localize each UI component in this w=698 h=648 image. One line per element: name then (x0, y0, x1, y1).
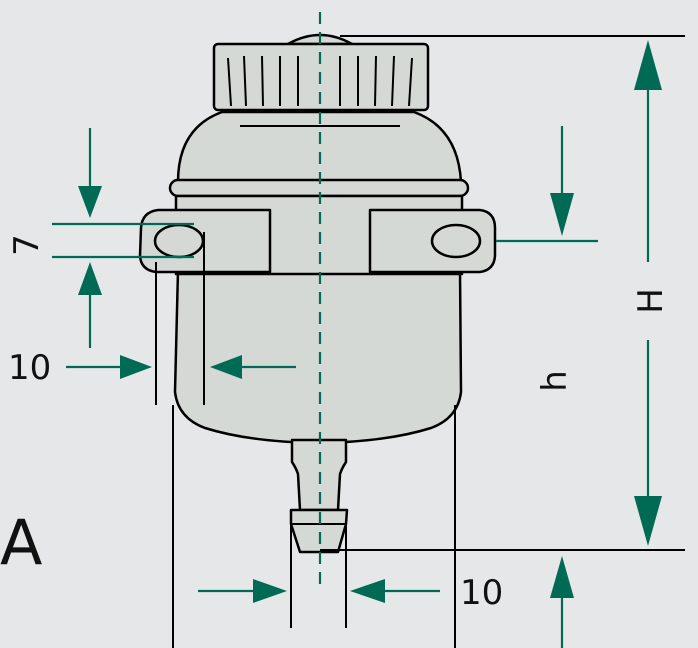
view-label: A (0, 506, 43, 579)
extension-lines (155, 35, 685, 648)
outlet-width-label: 10 (460, 573, 504, 613)
total-height-label: H (630, 288, 671, 314)
reservoir-body (138, 33, 497, 554)
mount-height-label: h (534, 370, 575, 392)
cap-ribs (227, 55, 413, 107)
hole-size-label: 7 (6, 234, 47, 256)
outlet-barb (289, 508, 349, 554)
lug-width-label: 10 (8, 348, 52, 388)
upper-dome (176, 110, 463, 184)
left-lug-hole (153, 223, 205, 259)
lower-body (173, 268, 463, 445)
right-lug-hole (430, 223, 482, 259)
dimension-lines (52, 40, 662, 648)
